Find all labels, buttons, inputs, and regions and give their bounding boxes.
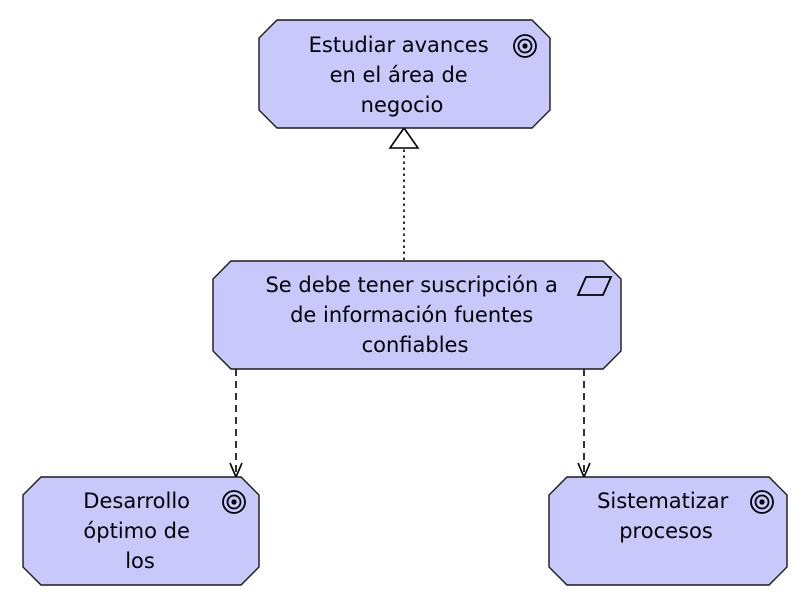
goal-node-bottom-right[interactable]: Sistematizar procesos: [548, 476, 788, 586]
node-label: Estudiar avances en el área de negocio: [309, 33, 496, 117]
node-label: Se debe tener suscripción a de informaci…: [265, 273, 564, 357]
node-shape: [548, 476, 788, 586]
node-shape: [258, 19, 551, 129]
node-label: Sistematizar procesos: [597, 489, 735, 543]
goal-icon: [513, 34, 537, 58]
goal-icon: [222, 490, 246, 514]
edge-influence-right: [577, 369, 591, 480]
goal-node-bottom-left[interactable]: Desarrollo óptimo de los: [22, 476, 260, 586]
node-shape: [212, 260, 622, 370]
label-line: procesos: [619, 519, 713, 543]
goal-node-top[interactable]: Estudiar avances en el área de negocio: [258, 19, 551, 129]
label-line: confiables: [362, 333, 469, 357]
requirement-icon: [576, 276, 613, 296]
node-label: Desarrollo óptimo de los: [83, 489, 196, 573]
label-line: Estudiar avances: [309, 33, 489, 57]
realization-arrowhead: [388, 126, 420, 149]
label-line: en el área de: [330, 63, 468, 87]
node-shape: [22, 476, 260, 586]
label-line: los: [125, 549, 155, 573]
label-line: óptimo de: [83, 519, 189, 543]
label-line: Se debe tener suscripción a: [265, 273, 557, 297]
goal-icon: [750, 490, 774, 514]
edge-influence-left: [229, 369, 243, 480]
label-line: Desarrollo: [83, 489, 190, 513]
requirement-node[interactable]: Se debe tener suscripción a de informaci…: [212, 260, 622, 370]
label-line: Sistematizar: [597, 489, 729, 513]
edge-realization: [388, 126, 420, 260]
label-line: negocio: [361, 93, 444, 117]
label-line: de información fuentes: [290, 303, 533, 327]
